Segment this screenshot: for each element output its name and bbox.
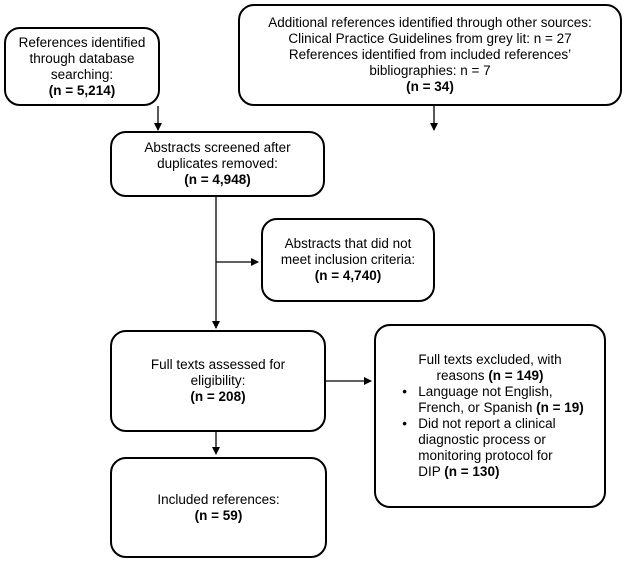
box-count: (n = 34) — [406, 79, 454, 94]
box-text: through database — [29, 50, 135, 66]
box-count: (n = 4,948) — [184, 172, 251, 187]
box-text: meet inclusion criteria: — [280, 252, 416, 267]
box-count: (n = 4,740) — [314, 268, 382, 283]
box-text: Full texts excluded, with — [418, 352, 562, 367]
box-text: reasons — [436, 368, 485, 383]
box-text: Clinical Practice Guidelines from grey l… — [288, 31, 572, 46]
database-search-box: References identified through database s… — [4, 27, 160, 106]
box-count: (n = 149) — [488, 368, 544, 383]
box-text: References identified from included refe… — [288, 47, 572, 62]
included-box: Included references: (n = 59) — [110, 457, 327, 558]
box-text: bibliographies: n = 7 — [369, 63, 491, 78]
list-item: Did not report a clinical diagnostic pro… — [402, 416, 583, 480]
box-text: Full texts assessed for — [150, 357, 286, 372]
box-count: (n = 5,214) — [48, 82, 116, 98]
exclusion-reasons-list: Language not English, French, or Spanish… — [396, 384, 584, 480]
box-text: searching: — [50, 66, 114, 82]
box-text: Additional references identified through… — [268, 15, 592, 30]
box-count: (n = 59) — [194, 507, 243, 523]
excluded-heading: Full texts excluded, with reasons (n = 1… — [418, 352, 561, 384]
box-count: (n = 208) — [190, 389, 246, 404]
other-sources-box: Additional references identified through… — [238, 4, 622, 106]
box-text: duplicates removed: — [157, 156, 278, 171]
abstract-excluded-box: Abstracts that did not meet inclusion cr… — [261, 218, 435, 302]
list-item: Language not English, French, or Spanish… — [402, 384, 584, 416]
full-text-assessed-box: Full texts assessed for eligibility: (n … — [110, 330, 326, 432]
box-text: eligibility: — [190, 373, 246, 388]
full-text-excluded-box: Full texts excluded, with reasons (n = 1… — [374, 324, 606, 508]
box-text: Abstracts that did not — [284, 236, 412, 251]
box-text: References identified — [18, 34, 146, 50]
box-text: Included references: — [157, 491, 280, 507]
screened-box: Abstracts screened after duplicates remo… — [110, 131, 325, 197]
box-text: Abstracts screened after — [144, 140, 291, 155]
